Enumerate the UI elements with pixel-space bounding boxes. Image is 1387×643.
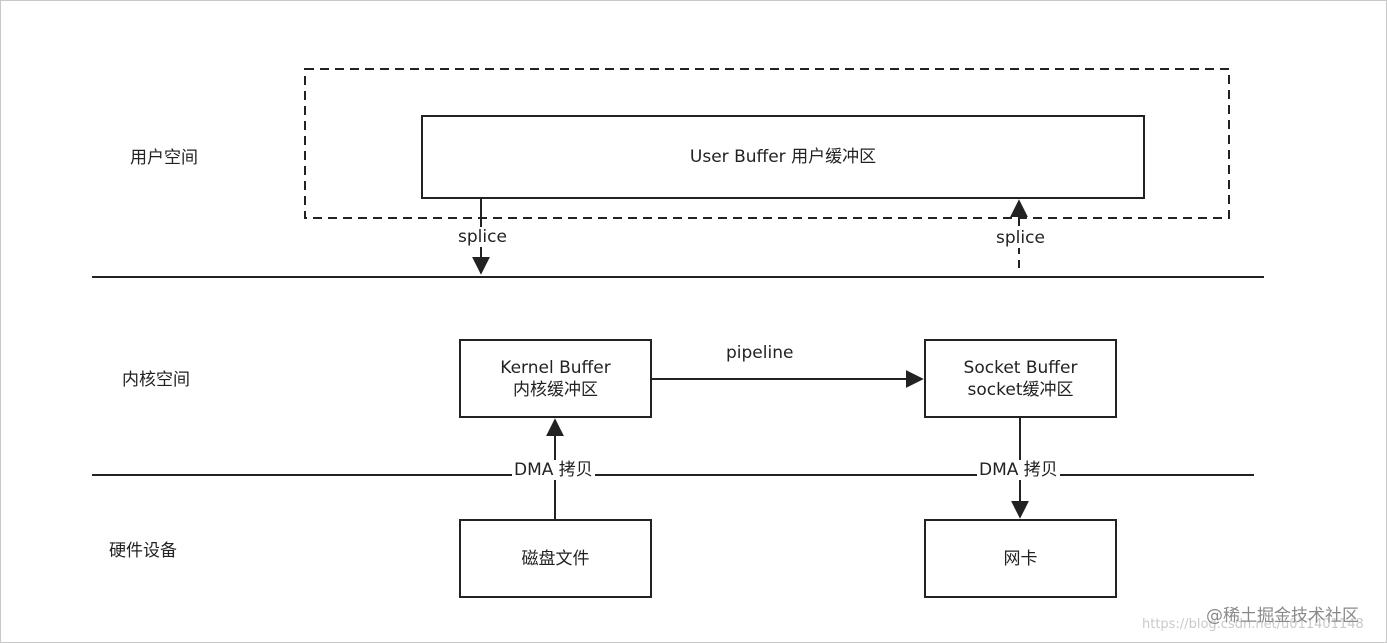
socket-buffer-label-zh: socket缓冲区: [967, 379, 1074, 400]
watermark-url: https://blog.csdn.net/u011401148: [1142, 617, 1364, 632]
kernel-buffer-label-en: Kernel Buffer: [500, 357, 611, 378]
user-buffer-label: User Buffer 用户缓冲区: [689, 147, 877, 167]
layer-label-user-space: 用户空间: [130, 148, 198, 168]
user-buffer-node: User Buffer 用户缓冲区: [421, 115, 1145, 199]
nic-node: 网卡: [924, 519, 1117, 598]
dma-left-label: DMA 拷贝: [512, 460, 595, 480]
disk-file-node: 磁盘文件: [459, 519, 652, 598]
layer-label-hardware: 硬件设备: [109, 541, 177, 561]
socket-buffer-label-en: Socket Buffer: [963, 357, 1078, 378]
user-space-boundary: [304, 68, 1230, 219]
dma-right-label: DMA 拷贝: [977, 460, 1060, 480]
kernel-buffer-node: Kernel Buffer 内核缓冲区: [459, 339, 652, 418]
nic-label: 网卡: [1003, 548, 1038, 569]
layer-label-kernel-space: 内核空间: [122, 370, 190, 390]
watermark-site: @稀土掘金技术社区: [1206, 606, 1359, 626]
kernel-buffer-label-zh: 内核缓冲区: [513, 379, 598, 400]
pipeline-label: pipeline: [724, 343, 796, 363]
splice-down-label: splice: [456, 227, 509, 247]
splice-up-label: splice: [994, 228, 1047, 248]
socket-buffer-node: Socket Buffer socket缓冲区: [924, 339, 1117, 418]
disk-file-label: 磁盘文件: [521, 548, 590, 569]
